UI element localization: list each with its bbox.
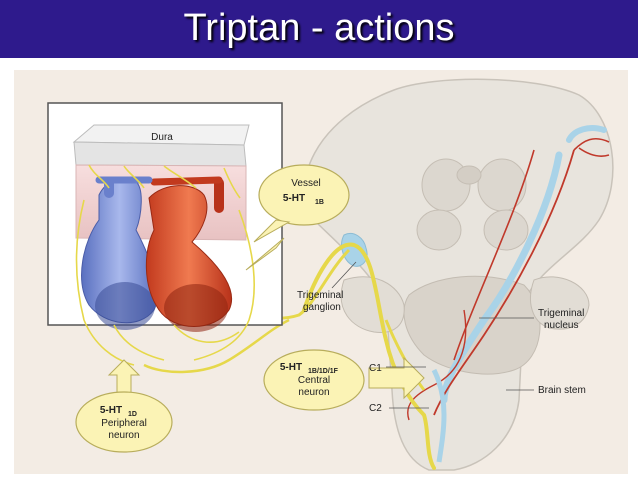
blue-descending — [431, 368, 447, 463]
peripheral-receptor-subscript: 1D — [128, 411, 137, 418]
vessel-callout-bubble — [258, 164, 350, 226]
red-pathway-2 — [453, 149, 535, 361]
triptan-diagram: Dura Vessel 5-HT 1B 5-HT 1D Peripheral n… — [14, 70, 628, 474]
central-callout-arrow — [368, 356, 425, 400]
central-callout: 5-HT 1B/1D/1F Central neuron — [263, 349, 425, 411]
slide-header: Triptan - actions — [0, 0, 638, 58]
colliculus-left-lower — [416, 209, 462, 251]
slide-title: Triptan - actions — [183, 7, 455, 49]
ganglion-label-2: ganglion — [303, 302, 341, 313]
small-artery-branch — [214, 178, 224, 213]
red-pathway-3 — [407, 309, 467, 421]
peripheral-callout-bubble — [75, 391, 173, 453]
ganglion-leader — [331, 261, 357, 289]
vessel-callout-pointer — [253, 219, 291, 243]
central-label-2: neuron — [298, 387, 329, 398]
central-neuron-fiber — [302, 242, 436, 470]
brain-stem-shape — [304, 78, 614, 471]
nucleus-label-2: nucleus — [544, 320, 578, 331]
red-pathway-terminal — [573, 138, 610, 157]
c1-label: C1 — [369, 363, 382, 374]
red-pathway-1 — [433, 149, 575, 416]
blue-pathway-tip — [566, 125, 607, 143]
nucleus-label-1: Trigeminal — [538, 308, 584, 319]
central-receptor-subscript: 1B/1D/1F — [308, 368, 339, 375]
cerebellar-peduncle-left — [340, 276, 405, 334]
vessel-callout-arrow — [245, 237, 285, 271]
trigeminal-ganglion — [341, 233, 368, 267]
brain-stem-illustration — [304, 78, 614, 471]
vessel-receptor-label: 5-HT — [283, 193, 305, 204]
peripheral-label-1: Peripheral — [101, 418, 147, 429]
vessel-receptor-subscript: 1B — [315, 199, 324, 206]
central-receptor-label: 5-HT — [280, 362, 302, 373]
vessel-inset: Dura — [47, 102, 283, 366]
ganglion-shape — [341, 233, 368, 267]
nerve-pathways — [407, 125, 610, 463]
dura-label: Dura — [151, 132, 173, 143]
blue-pathway — [440, 151, 563, 404]
peripheral-receptor-label: 5-HT — [100, 405, 122, 416]
artery-lumen — [164, 284, 228, 332]
vein-lumen — [95, 282, 155, 330]
colliculus-right — [477, 158, 527, 212]
brain-stem-label: Brain stem — [538, 385, 586, 396]
anatomical-labels: Trigeminal ganglion Trigeminal nucleus C… — [297, 261, 586, 414]
ganglion-label-1: Trigeminal — [297, 290, 343, 301]
pineal — [456, 165, 482, 185]
diagram-svg: Dura Vessel 5-HT 1B 5-HT 1D Peripheral n… — [47, 78, 614, 471]
perivascular-fibers — [75, 164, 255, 366]
central-label-1: Central — [298, 375, 330, 386]
peripheral-neuron-fiber-2 — [143, 318, 290, 374]
vessel-callout: Vessel 5-HT 1B — [245, 164, 350, 271]
peripheral-label-2: neuron — [108, 430, 139, 441]
cerebellar-peduncle-right — [530, 276, 590, 330]
vessel-label: Vessel — [291, 178, 320, 189]
c2-label: C2 — [369, 403, 382, 414]
peripheral-callout: 5-HT 1D Peripheral neuron — [75, 359, 173, 453]
dura-front — [73, 141, 247, 167]
central-callout-bubble — [263, 349, 365, 411]
central-neuron-branch — [384, 319, 426, 391]
